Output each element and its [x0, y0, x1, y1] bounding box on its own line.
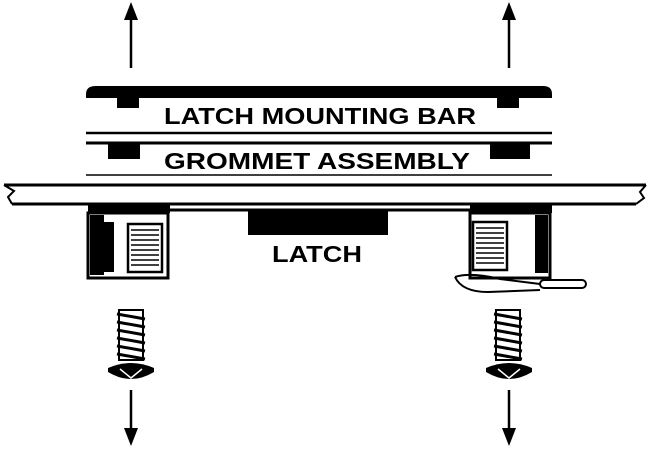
latch-right-housing	[454, 211, 587, 294]
latch-mounting-bar: LATCH MOUNTING BAR	[86, 86, 552, 135]
down-arrow-left	[124, 390, 138, 446]
down-arrow-right	[502, 390, 516, 446]
panel-surface	[3, 183, 647, 206]
grommet-assembly-label: GROMMET ASSEMBLY	[164, 148, 470, 174]
screw-left	[108, 309, 154, 379]
up-arrow-right	[502, 2, 516, 68]
up-arrow-left	[124, 2, 138, 68]
latch-label: LATCH	[272, 241, 362, 267]
grommet-assembly: GROMMET ASSEMBLY	[86, 141, 552, 176]
latch-left-housing	[86, 211, 170, 280]
latch: LATCH	[86, 204, 587, 294]
screw-right	[486, 309, 532, 379]
latch-mounting-bar-label: LATCH MOUNTING BAR	[164, 103, 476, 129]
